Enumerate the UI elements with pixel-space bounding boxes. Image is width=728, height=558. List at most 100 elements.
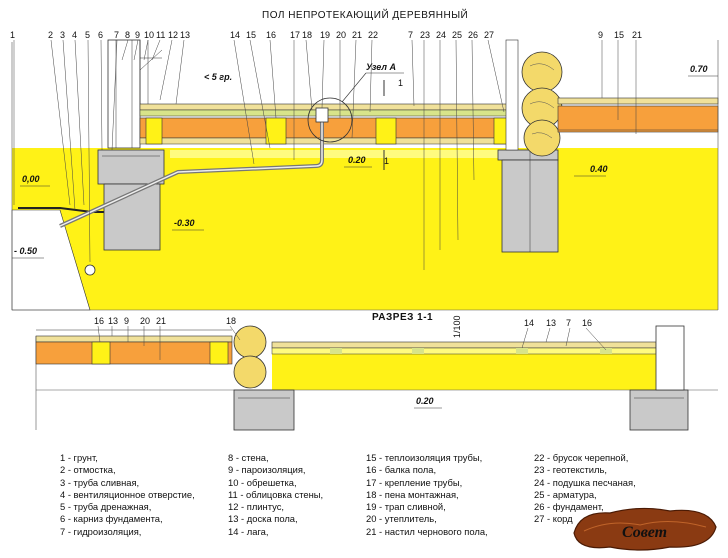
callout-b13: 13 <box>108 316 118 326</box>
section-mark-top: 1 <box>398 78 403 88</box>
sand-cushion-bottom <box>272 354 656 390</box>
callout-21: 21 <box>352 30 362 40</box>
level-minus-050: - 0.50 <box>14 246 37 256</box>
level-040: 0.40 <box>590 164 608 174</box>
drain-trap <box>315 107 329 123</box>
subfloor-top <box>139 137 513 145</box>
legend-column-2: 8 - стена, 9 - пароизоляция, 10 - обреше… <box>228 452 323 538</box>
callout-17: 17 <box>290 30 300 40</box>
legend-item: 25 - арматура, <box>534 488 597 500</box>
callout-3: 3 <box>60 30 65 40</box>
beam-bottom-2 <box>209 341 229 365</box>
callout-18: 18 <box>302 30 312 40</box>
beam-mid <box>375 117 397 145</box>
callout-16: 16 <box>266 30 276 40</box>
foundation-bottom-left <box>233 389 295 431</box>
callout-26: 26 <box>468 30 478 40</box>
right-wall-bottom <box>655 325 685 391</box>
callout-23: 23 <box>420 30 430 40</box>
sand-top-strip <box>170 150 500 158</box>
level-070: 0.70 <box>690 64 708 74</box>
beam-16 <box>265 117 287 145</box>
level-000: 0,00 <box>22 174 40 184</box>
legend-item: 16 - балка пола, <box>366 464 437 476</box>
floor-board-bottom-left <box>35 335 233 343</box>
legend-item: 21 - настил чернового пола, <box>366 525 488 537</box>
callout-14: 14 <box>230 30 240 40</box>
insulation-bottom-left <box>35 341 233 365</box>
callout-b14: 14 <box>524 318 534 328</box>
drainage-pipe <box>84 264 96 276</box>
level-020: 0.20 <box>348 155 366 165</box>
legend-item: 2 - отмостка, <box>60 464 116 476</box>
callout-10: 10 <box>144 30 154 40</box>
callout-9: 9 <box>135 30 140 40</box>
callout-b7: 7 <box>566 318 571 328</box>
callout-7: 7 <box>114 30 119 40</box>
level-020-bottom: 0.20 <box>416 396 434 406</box>
section-mark-bottom: 1 <box>384 156 389 166</box>
insulation-right <box>557 105 719 133</box>
lag-bottom-right <box>271 347 657 355</box>
callout-20: 20 <box>336 30 346 40</box>
callout-15: 15 <box>246 30 256 40</box>
legend-item: 7 - гидроизоляция, <box>60 525 142 537</box>
floor-board-right <box>557 97 719 105</box>
left-wall <box>107 39 141 149</box>
callout-b16: 16 <box>94 316 104 326</box>
callout-6: 6 <box>98 30 103 40</box>
legend-item: 15 - теплоизоляция трубы, <box>366 452 483 463</box>
callout-15b: 15 <box>614 30 624 40</box>
leader-lines <box>13 39 637 270</box>
callout-12: 12 <box>168 30 178 40</box>
level-minus-030: -0.30 <box>174 218 195 228</box>
callout-7b: 7 <box>408 30 413 40</box>
left-foundation-cap <box>97 149 165 185</box>
legend-item: 12 - плинтус, <box>228 501 284 513</box>
foundation-bottom-right <box>629 389 689 431</box>
callout-13: 13 <box>180 30 190 40</box>
legend-item: 18 - пена монтажная, <box>366 488 459 500</box>
callout-25: 25 <box>452 30 462 40</box>
callout-4: 4 <box>72 30 77 40</box>
callout-19: 19 <box>320 30 330 40</box>
legend-item: 13 - доска пола, <box>228 513 298 525</box>
legend-item: 19 - трап сливной, <box>366 501 446 513</box>
legend-item: 1 - грунт, <box>60 452 98 463</box>
legend-item: 24 - подушка песчаная, <box>534 476 636 488</box>
legend-column-3: 15 - теплоизоляция трубы, 16 - балка пол… <box>366 452 488 538</box>
blind-area-line <box>18 207 110 213</box>
logo-plaque <box>573 507 717 551</box>
slope-ratio: 1/100 <box>452 315 462 338</box>
legend-item: 14 - лага, <box>228 525 269 537</box>
node-a-circle <box>307 97 353 143</box>
logo-text: Совет <box>622 524 667 541</box>
legend-item: 10 - обрешетка, <box>228 476 297 488</box>
callout-b18: 18 <box>226 316 236 326</box>
legend-item: 23 - геотекстиль, <box>534 464 607 476</box>
callout-11: 11 <box>156 30 165 40</box>
callout-b9: 9 <box>124 316 129 326</box>
legend-column-4: 22 - брусок черепной, 23 - геотекстиль, … <box>534 452 636 526</box>
callout-27: 27 <box>484 30 494 40</box>
node-a-label: Узел А <box>366 62 396 72</box>
callout-b13b: 13 <box>546 318 556 328</box>
callout-21b: 21 <box>632 30 642 40</box>
log-bottom-2 <box>233 355 267 389</box>
top-callouts: 1 2 3 4 5 6 7 8 9 10 11 12 13 14 15 16 1… <box>10 30 642 40</box>
legend-item: 6 - карниз фундамента, <box>60 513 163 525</box>
callout-b21: 21 <box>156 316 166 326</box>
site-logo: Совет <box>573 507 717 551</box>
legend-item: 26 - фундамент, <box>534 501 604 513</box>
legend-item: 17 - крепление трубы, <box>366 476 463 488</box>
callout-2: 2 <box>48 30 53 40</box>
legend-item: 22 - брусок черепной, <box>534 452 629 463</box>
legend-item: 5 - труба дренажная, <box>60 501 152 513</box>
callout-22: 22 <box>368 30 378 40</box>
legend-item: 8 - стена, <box>228 452 269 463</box>
section-title: РАЗРЕЗ 1-1 <box>372 312 433 323</box>
diagram-title: ПОЛ НЕПРОТЕКАЮЩИЙ ДЕРЕВЯННЫЙ <box>262 8 468 21</box>
callout-8: 8 <box>125 30 130 40</box>
legend-item: 3 - труба сливная, <box>60 476 140 488</box>
legend-item: 9 - пароизоляция, <box>228 464 306 476</box>
